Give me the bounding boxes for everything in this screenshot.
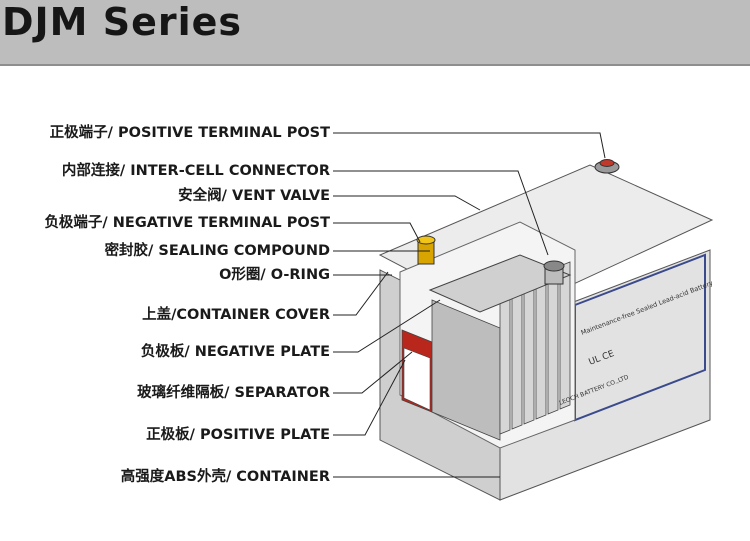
callout-container-cover: 上盖/CONTAINER COVER	[142, 307, 330, 323]
negative-plate	[431, 299, 501, 441]
callout-container: 高强度ABS外壳/ CONTAINER	[120, 469, 330, 485]
leader-vent-valve	[333, 195, 481, 211]
callout-negative-terminal: 负极端子/ NEGATIVE TERMINAL POST	[44, 215, 330, 231]
negative-terminal-post	[416, 235, 436, 265]
leader-negative-terminal	[333, 222, 421, 243]
leader-inter-cell	[333, 170, 549, 256]
leader-negative-plate	[333, 299, 441, 353]
callout-negative-plate: 负极板/ NEGATIVE PLATE	[140, 344, 330, 360]
header-bar: DJM Series	[0, 0, 750, 66]
leader-container-cover	[333, 271, 389, 316]
callout-positive-plate: 正极板/ POSITIVE PLATE	[146, 427, 330, 443]
positive-terminal-post	[594, 159, 620, 174]
callout-inter-cell-connector: 内部连接/ INTER-CELL CONNECTOR	[61, 163, 330, 179]
callout-sealing-compound: 密封胶/ SEALING COMPOUND	[104, 243, 330, 259]
plate-stack	[401, 299, 501, 441]
separator-sheet	[403, 347, 431, 411]
leader-lines	[333, 132, 606, 478]
leader-positive-plate	[333, 359, 406, 436]
callout-o-ring: O形圈/ O-RING	[219, 267, 330, 283]
vent-valve	[543, 260, 565, 285]
callout-vent-valve: 安全阀/ VENT VALVE	[178, 188, 330, 204]
callout-positive-terminal: 正极端子/ POSITIVE TERMINAL POST	[49, 125, 330, 141]
page-title: DJM Series	[2, 0, 243, 44]
leader-positive-terminal	[333, 132, 606, 159]
callout-separator: 玻璃纤维隔板/ SEPARATOR	[137, 385, 330, 401]
leader-separator	[333, 351, 413, 394]
inter-cell-bus	[428, 254, 572, 313]
